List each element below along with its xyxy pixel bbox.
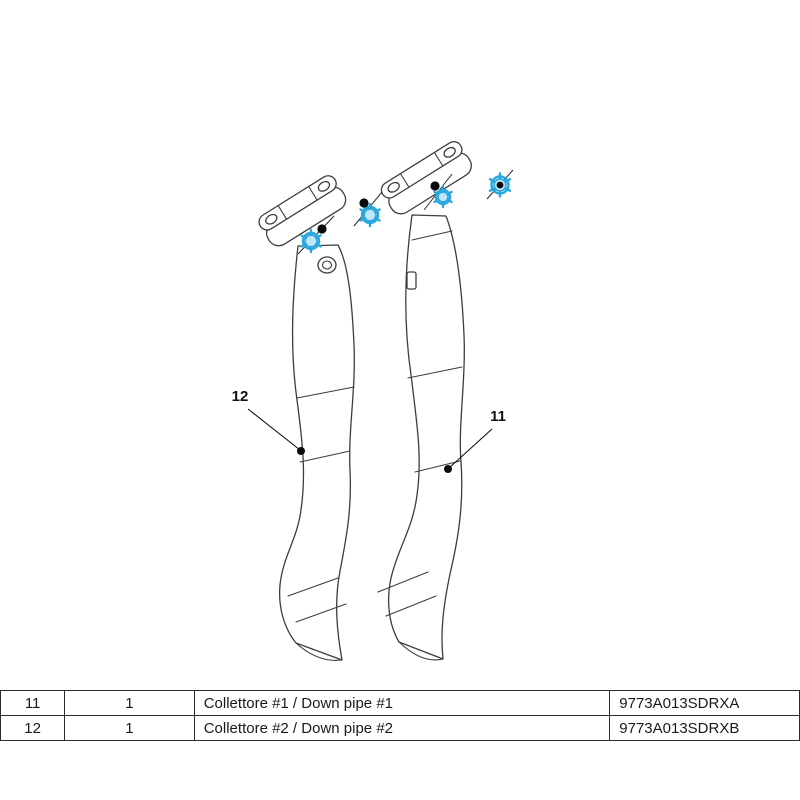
down-pipe-2 bbox=[258, 175, 355, 661]
cell-quantity: 1 bbox=[64, 690, 195, 716]
callout-dot bbox=[297, 447, 305, 455]
cell-description: Collettore #1 / Down pipe #1 bbox=[193, 690, 611, 716]
fastener-4 bbox=[486, 169, 514, 200]
fastener-1 bbox=[297, 215, 335, 255]
table-row: 12 1 Collettore #2 / Down pipe #2 9773A0… bbox=[0, 715, 800, 741]
parts-table: 11 1 Collettore #1 / Down pipe #1 9773A0… bbox=[0, 690, 800, 741]
flange-2 bbox=[258, 175, 347, 247]
cell-part-code: 9773A013SDRXA bbox=[609, 690, 800, 716]
cell-item-number: 12 bbox=[0, 715, 66, 741]
callout-dot bbox=[444, 465, 452, 473]
down-pipe-1 bbox=[377, 141, 472, 661]
callout-label-11: 11 bbox=[490, 408, 506, 425]
table-row: 11 1 Collettore #1 / Down pipe #1 9773A0… bbox=[0, 690, 800, 716]
cell-part-code: 9773A013SDRXB bbox=[609, 715, 800, 741]
cell-item-number: 11 bbox=[0, 690, 66, 716]
fastener-2 bbox=[353, 191, 383, 228]
callout-label-12: 12 bbox=[232, 388, 249, 405]
callout-11: 11 bbox=[444, 408, 506, 473]
sensor-boss bbox=[317, 256, 337, 274]
fastener-3 bbox=[423, 173, 453, 211]
cell-quantity: 1 bbox=[64, 715, 195, 741]
flange-1 bbox=[380, 141, 472, 215]
bracket-tab bbox=[406, 271, 417, 290]
exploded-view-drawing: 12 11 bbox=[232, 141, 514, 661]
callout-12: 12 bbox=[232, 388, 305, 455]
cell-description: Collettore #2 / Down pipe #2 bbox=[193, 715, 611, 741]
